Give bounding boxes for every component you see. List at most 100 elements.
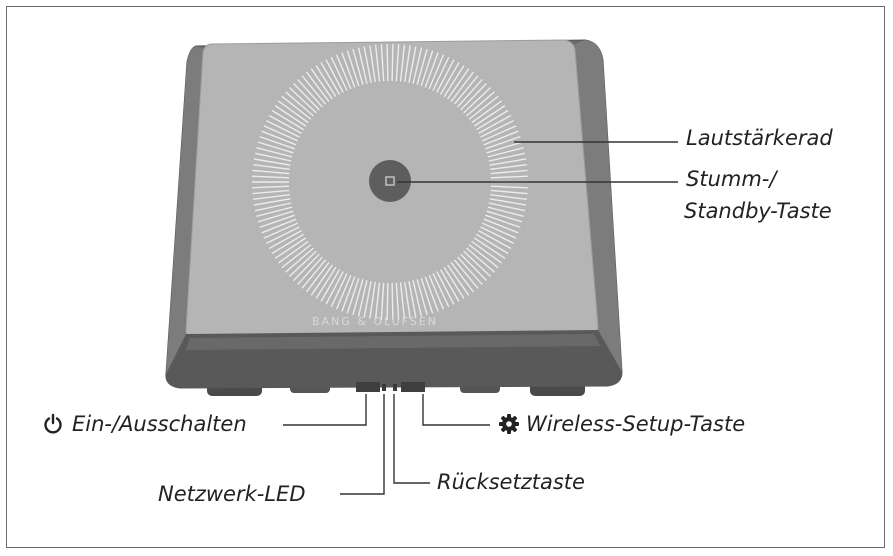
brand-logo-text: BANG & OLUFSEN — [312, 315, 438, 328]
dial-tick — [369, 281, 376, 319]
dial-tick — [271, 109, 304, 131]
dial-tick — [395, 282, 400, 320]
dial-tick — [447, 264, 470, 296]
dial-tick — [261, 130, 297, 146]
dial-tick — [489, 158, 527, 166]
dial-tick — [386, 44, 389, 82]
dial-tick — [292, 82, 320, 111]
dial-tick — [341, 52, 356, 88]
label-power: Ein-/Ausschalten — [72, 412, 247, 436]
mute-standby-button — [369, 160, 411, 202]
label-reset: Rücksetztaste — [437, 470, 585, 494]
dial-tick — [301, 259, 327, 289]
dial-tick — [476, 109, 509, 131]
dial-tick — [391, 44, 394, 82]
dial-tick — [489, 198, 527, 206]
dial-tick — [420, 277, 434, 314]
dial-tick — [254, 202, 292, 212]
dial-tick — [463, 87, 492, 114]
label-mute-standby-line1: Stumm-/ — [686, 167, 777, 191]
dial-tick — [335, 274, 352, 310]
port-setup — [401, 382, 425, 392]
dial-tick — [468, 244, 499, 269]
dial-tick — [320, 62, 341, 95]
dial-tick — [478, 114, 512, 134]
dial-tick — [259, 135, 295, 150]
dial-tick — [485, 135, 521, 150]
dial-tick — [399, 282, 406, 320]
leader-reset — [393, 394, 430, 484]
dial-tick — [490, 175, 528, 179]
dial-tick — [288, 250, 317, 277]
dial-tick — [408, 46, 417, 83]
dial-tick — [292, 253, 320, 282]
dial-tick — [281, 95, 312, 120]
dial-tick — [315, 65, 337, 98]
dial-tick — [428, 54, 445, 90]
dial-tick — [488, 152, 526, 162]
leader-wireless-setup — [422, 394, 490, 426]
dial-tick — [471, 240, 503, 264]
dial-tick — [436, 59, 455, 93]
dial-tick — [252, 189, 290, 195]
label-volume-wheel: Lautstärkerad — [686, 126, 833, 150]
dial-tick — [408, 281, 417, 318]
dial-tick — [399, 44, 406, 82]
dial-tick — [486, 141, 523, 154]
dial-tick — [325, 271, 344, 305]
dial-tick — [460, 253, 488, 282]
dial-tick — [335, 54, 352, 90]
dial-tick — [412, 47, 423, 84]
dial-tick — [424, 276, 439, 312]
dial-tick — [457, 78, 483, 108]
leader-network-led — [340, 394, 385, 495]
dial-tick — [443, 65, 465, 98]
dial-tick — [254, 152, 292, 162]
front-bevel-highlight — [186, 334, 600, 350]
dial-tick — [471, 100, 503, 124]
dial-tick — [463, 250, 492, 277]
dial-tick — [277, 100, 309, 124]
dial-tick — [481, 222, 517, 239]
dial-tick — [453, 259, 479, 289]
dial-tick — [341, 276, 356, 312]
dial-tick — [424, 52, 439, 88]
dial-tick — [363, 281, 372, 318]
dial-tick — [253, 193, 290, 200]
dial-tick — [330, 56, 348, 91]
label-network-led: Netzwerk-LED — [158, 482, 306, 506]
dial-tick — [357, 280, 368, 317]
dial-tick — [346, 50, 360, 87]
dial-tick — [306, 71, 330, 102]
dial-tick — [416, 48, 428, 85]
dial-tick — [443, 266, 465, 299]
dial-tick — [252, 175, 290, 179]
dial-tick — [428, 274, 445, 310]
dial-tick — [256, 206, 293, 217]
dial-tick — [257, 210, 294, 223]
dial-tick — [277, 240, 309, 264]
dial-tick — [301, 75, 327, 105]
mute-standby-button-mark — [385, 176, 395, 186]
port-reset — [393, 384, 397, 391]
dial-tick — [380, 44, 385, 82]
dial-tick — [416, 279, 428, 316]
dial-tick — [346, 277, 360, 314]
dial-tick — [253, 158, 291, 166]
dial-tick — [380, 282, 385, 320]
dial-tick — [253, 164, 290, 171]
dial-tick — [483, 130, 519, 146]
dial-tick — [257, 141, 294, 154]
dial-tick — [395, 44, 400, 82]
dial-tick — [488, 202, 526, 212]
dial-tick — [487, 206, 524, 217]
dial-tick — [310, 264, 333, 296]
dial-tick — [485, 214, 521, 229]
dial-tick — [297, 256, 323, 286]
label-wireless-setup: Wireless-Setup-Taste — [526, 412, 746, 436]
dial-tick — [261, 218, 297, 234]
dial-tick — [274, 105, 307, 127]
label-mute-standby-line2: Standby-Taste — [684, 199, 832, 223]
dial-tick — [256, 147, 293, 158]
